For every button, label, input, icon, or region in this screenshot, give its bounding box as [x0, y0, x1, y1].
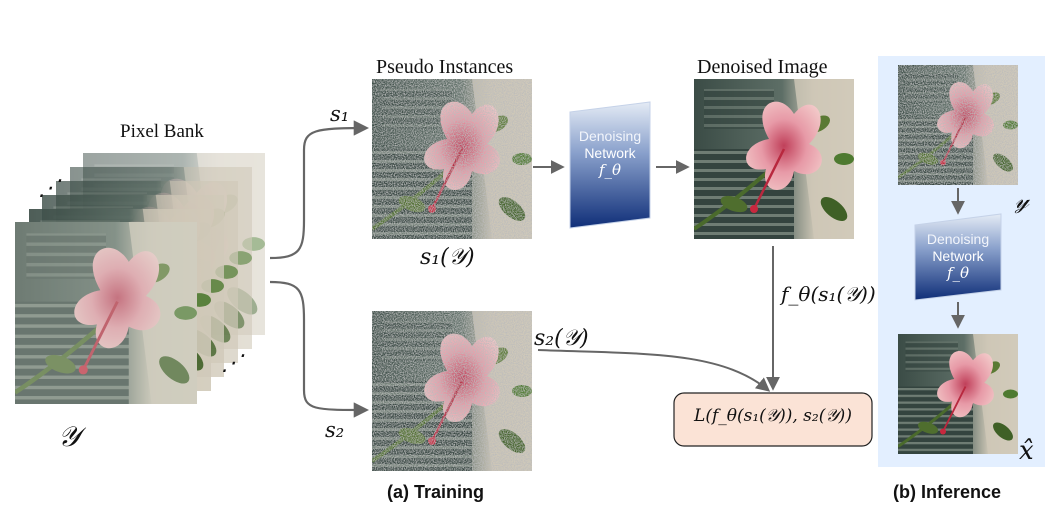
inference-y-label: 𝓎: [1015, 186, 1029, 214]
inf-network-line3: f_θ: [946, 264, 970, 282]
loss-label: L(f_θ(s₁(𝒴)), s₂(𝒴)): [694, 406, 852, 426]
arrow-s2-to-loss: [537, 349, 771, 392]
s2-of-y-label: s₂(𝒴): [534, 326, 589, 351]
pixel-bank-stack: [15, 153, 265, 404]
pseudo-instances-title: Pseudo Instances: [376, 56, 514, 78]
stack-dots-bottom: ⋰: [221, 351, 243, 376]
inference-output-image: [898, 334, 1018, 454]
inference-noisy-image: [898, 65, 1018, 185]
pseudo-instance-1-image: [372, 79, 532, 239]
s1-label: s₁: [330, 102, 350, 126]
inf-network-line1: Denoising: [926, 231, 990, 247]
inference-caption: (b) Inference: [893, 482, 1002, 502]
s2-label: s₂: [325, 418, 345, 442]
denoising-network-training: [569, 101, 651, 229]
pseudo-instance-2-image: [372, 311, 532, 471]
stack-dots-top: ⋰: [38, 176, 60, 201]
s1-of-y-label: s₁(𝒴): [420, 245, 475, 270]
inference-xhat-label: x̂: [1019, 436, 1034, 466]
network-line3: f_θ: [598, 161, 622, 179]
network-text-training: Denoising Network f_θ: [570, 128, 650, 179]
branch-arrow-s1: [269, 120, 370, 260]
loss-box: [673, 392, 873, 447]
input-y-label: 𝒴: [58, 420, 80, 453]
denoised-image-title: Denoised Image: [697, 56, 828, 78]
branch-arrow-s2: [269, 280, 370, 418]
denoising-network-inference: [914, 213, 1002, 301]
pixel-bank-label: Pixel Bank: [120, 121, 204, 142]
network-text-inference: Denoising Network f_θ: [915, 231, 1001, 282]
network-line1: Denoising: [578, 128, 642, 144]
inf-network-line2: Network: [932, 248, 984, 264]
denoised-image: [694, 79, 854, 239]
network-line2: Network: [584, 145, 636, 161]
training-caption: (a) Training: [387, 482, 485, 502]
f-theta-s1-label: f_θ(s₁(𝒴)): [781, 282, 876, 306]
